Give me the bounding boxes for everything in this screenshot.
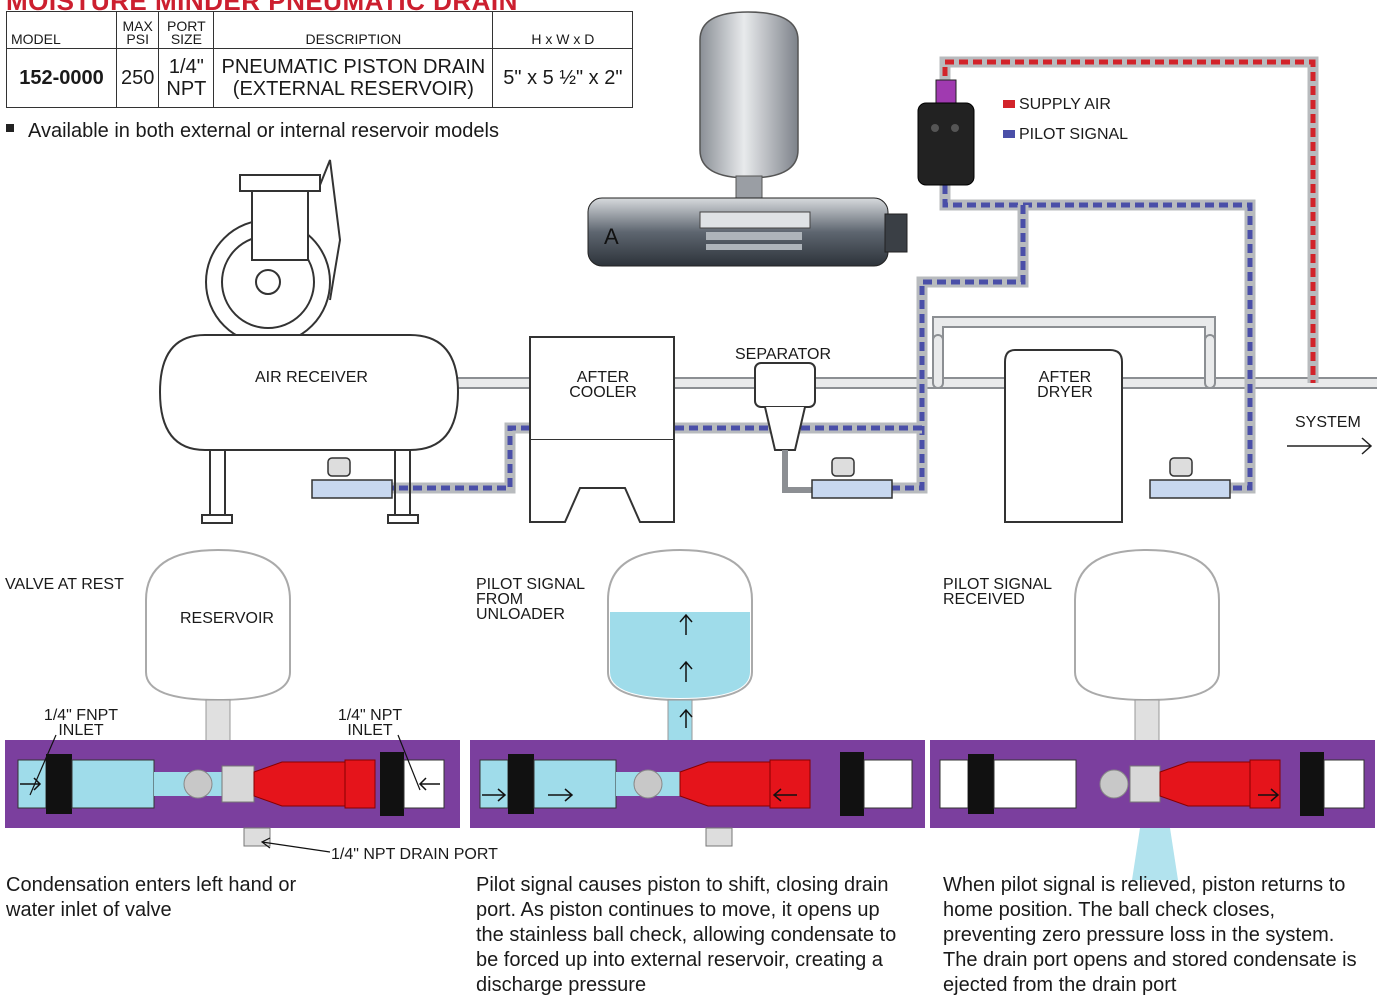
label-separator: SEPARATOR (735, 347, 831, 362)
svg-text:A: A (604, 224, 619, 249)
reservoir-pilot (608, 550, 752, 750)
air-receiver-tank (160, 335, 458, 523)
pilot-signal-swatch (1003, 130, 1015, 138)
valve-body-received (930, 740, 1375, 880)
label-fnpt-inlet: 1/4" FNPT INLET (36, 708, 126, 738)
compressor (206, 160, 340, 344)
unloader-device (918, 80, 974, 185)
legend-supply-air-label: SUPPLY AIR (1019, 96, 1111, 113)
valve-body-pilot (470, 740, 925, 846)
label-system: SYSTEM (1295, 415, 1361, 430)
heading-pilot-signal-received: PILOT SIGNAL RECEIVED (943, 577, 1052, 607)
legend-supply-air: SUPPLY AIR (1003, 96, 1111, 114)
reservoir-received (1075, 550, 1219, 750)
legend-pilot-signal-label: PILOT SIGNAL (1019, 126, 1128, 143)
label-reservoir: RESERVOIR (180, 611, 274, 626)
label-npt-inlet: 1/4" NPT INLET (330, 708, 410, 738)
product-photo: A (588, 12, 907, 266)
after-cooler-box (530, 337, 674, 522)
caption-signal-relieved: When pilot signal is relieved, piston re… (943, 873, 1373, 998)
reservoir-rest (146, 550, 290, 750)
label-air-receiver: AIR RECEIVER (255, 370, 368, 385)
system-arrow (1287, 438, 1371, 454)
heading-valve-at-rest: VALVE AT REST (5, 577, 124, 592)
supply-air-swatch (1003, 100, 1015, 108)
label-after-dryer: AFTER DRYER (1032, 370, 1098, 400)
valve-body-rest (5, 740, 460, 846)
supply-air-line (945, 62, 1313, 383)
label-drain-port: 1/4" NPT DRAIN PORT (331, 847, 498, 862)
legend-pilot-signal: PILOT SIGNAL (1003, 126, 1128, 144)
heading-pilot-signal-from-unloader: PILOT SIGNAL FROM UNLOADER (476, 577, 585, 622)
label-after-cooler: AFTER COOLER (568, 370, 638, 400)
caption-valve-at-rest: Condensation enters left hand or water i… (6, 873, 336, 923)
caption-pilot-signal: Pilot signal causes piston to shift, clo… (476, 873, 912, 998)
